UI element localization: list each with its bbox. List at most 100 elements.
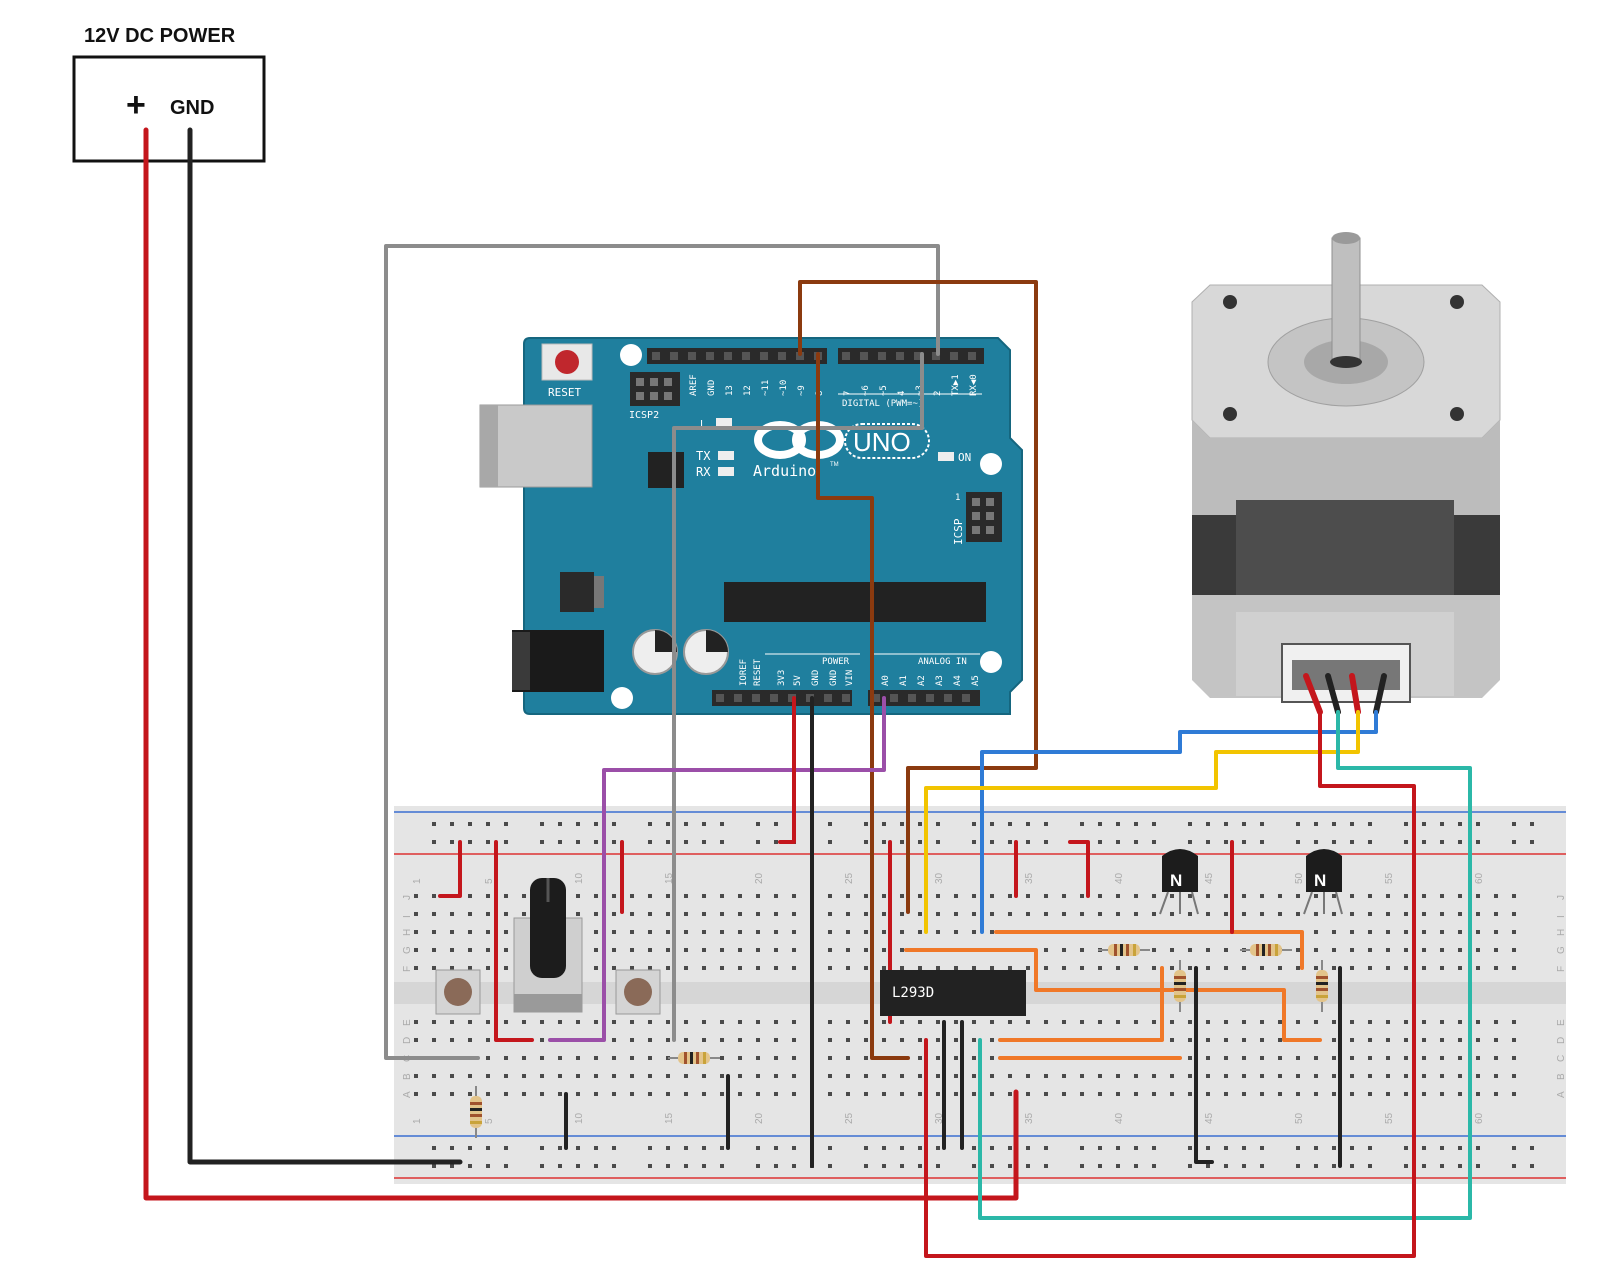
breadboard-hole	[1368, 930, 1372, 934]
breadboard-hole	[774, 912, 778, 916]
rx-label: RX	[696, 465, 711, 479]
rail-hole	[1296, 840, 1300, 844]
rail-hole	[648, 1164, 652, 1168]
breadboard-hole	[1350, 1056, 1354, 1060]
breadboard-hole	[1476, 1038, 1480, 1042]
power-supply-box	[72, 55, 266, 163]
rail-hole	[1026, 1164, 1030, 1168]
icsp-pin	[972, 512, 980, 520]
rail-hole	[1098, 1146, 1102, 1150]
stepper-motor	[1191, 232, 1501, 703]
breadboard-hole	[1008, 1074, 1012, 1078]
breadboard-hole	[1476, 1056, 1480, 1060]
breadboard-hole	[1026, 912, 1030, 916]
rail-hole	[486, 1146, 490, 1150]
rail-hole	[720, 1146, 724, 1150]
breadboard-hole	[792, 966, 796, 970]
potentiometer	[513, 878, 583, 1013]
rail-hole	[1152, 1164, 1156, 1168]
resistor-band	[1174, 995, 1186, 998]
on-label: ON	[958, 451, 971, 464]
digital-pin-label: AREF	[689, 374, 699, 396]
breadboard-hole	[882, 930, 886, 934]
breadboard-hole	[1062, 912, 1066, 916]
breadboard-hole	[1512, 1020, 1516, 1024]
column-number: 1	[412, 1118, 423, 1124]
breadboard-hole	[1260, 1056, 1264, 1060]
rail-hole	[1368, 1146, 1372, 1150]
breadboard-labels: 1155101015152020252530303535404045455050…	[402, 872, 1567, 1124]
rail-hole	[1224, 822, 1228, 826]
power-analog-pin-label: A5	[971, 675, 981, 686]
breadboard-hole	[1368, 966, 1372, 970]
breadboard-hole	[1134, 894, 1138, 898]
power-analog-pin-label: A0	[881, 675, 891, 686]
breadboard-hole	[774, 894, 778, 898]
icsp-pin1-label: 1	[955, 493, 960, 503]
rail-hole	[1224, 1146, 1228, 1150]
breadboard-hole	[1350, 1020, 1354, 1024]
breadboard-hole	[1278, 1020, 1282, 1024]
wire-red-5v	[778, 696, 796, 844]
rail-hole	[1512, 840, 1516, 844]
breadboard-hole	[1404, 1020, 1408, 1024]
breadboard-hole	[1494, 1092, 1498, 1096]
header-pin	[770, 694, 778, 702]
rail-hole	[720, 840, 724, 844]
breadboard-hole	[1260, 966, 1264, 970]
breadboard-hole	[900, 1074, 904, 1078]
wire-red-jumper	[494, 840, 534, 1042]
breadboard-hole	[648, 966, 652, 970]
rail-hole	[1188, 840, 1192, 844]
breadboard-hole	[1386, 948, 1390, 952]
breadboard-hole	[1458, 1092, 1462, 1096]
rail-hole	[558, 822, 562, 826]
breadboard-hole	[1458, 930, 1462, 934]
column-number: 20	[754, 1112, 765, 1124]
breadboard-hole	[594, 1020, 598, 1024]
breadboard-hole	[936, 1074, 940, 1078]
transistor-leg	[1335, 891, 1343, 915]
power-analog-pin-label: A3	[935, 675, 945, 686]
breadboard-hole	[1332, 912, 1336, 916]
breadboard-hole	[1476, 1092, 1480, 1096]
breadboard-hole	[1512, 912, 1516, 916]
breadboard-hole	[828, 1074, 832, 1078]
breadboard-hole	[954, 930, 958, 934]
breadboard-hole	[414, 1038, 418, 1042]
header-pin	[950, 352, 958, 360]
breadboard-hole	[450, 912, 454, 916]
header-pin	[908, 694, 916, 702]
breadboard-hole	[1350, 930, 1354, 934]
header-pin	[716, 694, 724, 702]
wire-brown-pin9	[798, 280, 1038, 914]
breadboard-hole	[486, 1056, 490, 1060]
breadboard-hole	[1278, 1074, 1282, 1078]
rail-hole	[828, 822, 832, 826]
rail-hole	[720, 1164, 724, 1168]
breadboard-hole	[1152, 948, 1156, 952]
breadboard-hole	[954, 1056, 958, 1060]
breadboard-hole	[1512, 1038, 1516, 1042]
resistor-band	[1126, 944, 1129, 956]
header-pin	[778, 352, 786, 360]
row-letter: G	[402, 946, 413, 954]
breadboard-hole	[1170, 1074, 1174, 1078]
uno-label: UNO	[853, 427, 911, 457]
icsp2-pin	[650, 392, 658, 400]
breadboard-hole	[522, 912, 526, 916]
breadboard-hole	[738, 966, 742, 970]
breadboard-hole	[1152, 1020, 1156, 1024]
rail-hole	[594, 1164, 598, 1168]
rail-hole	[1458, 1146, 1462, 1150]
rail-hole	[1440, 822, 1444, 826]
column-number: 55	[1384, 872, 1395, 884]
rail-hole	[576, 1164, 580, 1168]
breadboard-hole	[882, 1074, 886, 1078]
rail-hole	[666, 822, 670, 826]
breadboard-hole	[414, 966, 418, 970]
breadboard-hole	[1224, 948, 1228, 952]
breadboard-hole	[1242, 894, 1246, 898]
breadboard-hole	[900, 930, 904, 934]
